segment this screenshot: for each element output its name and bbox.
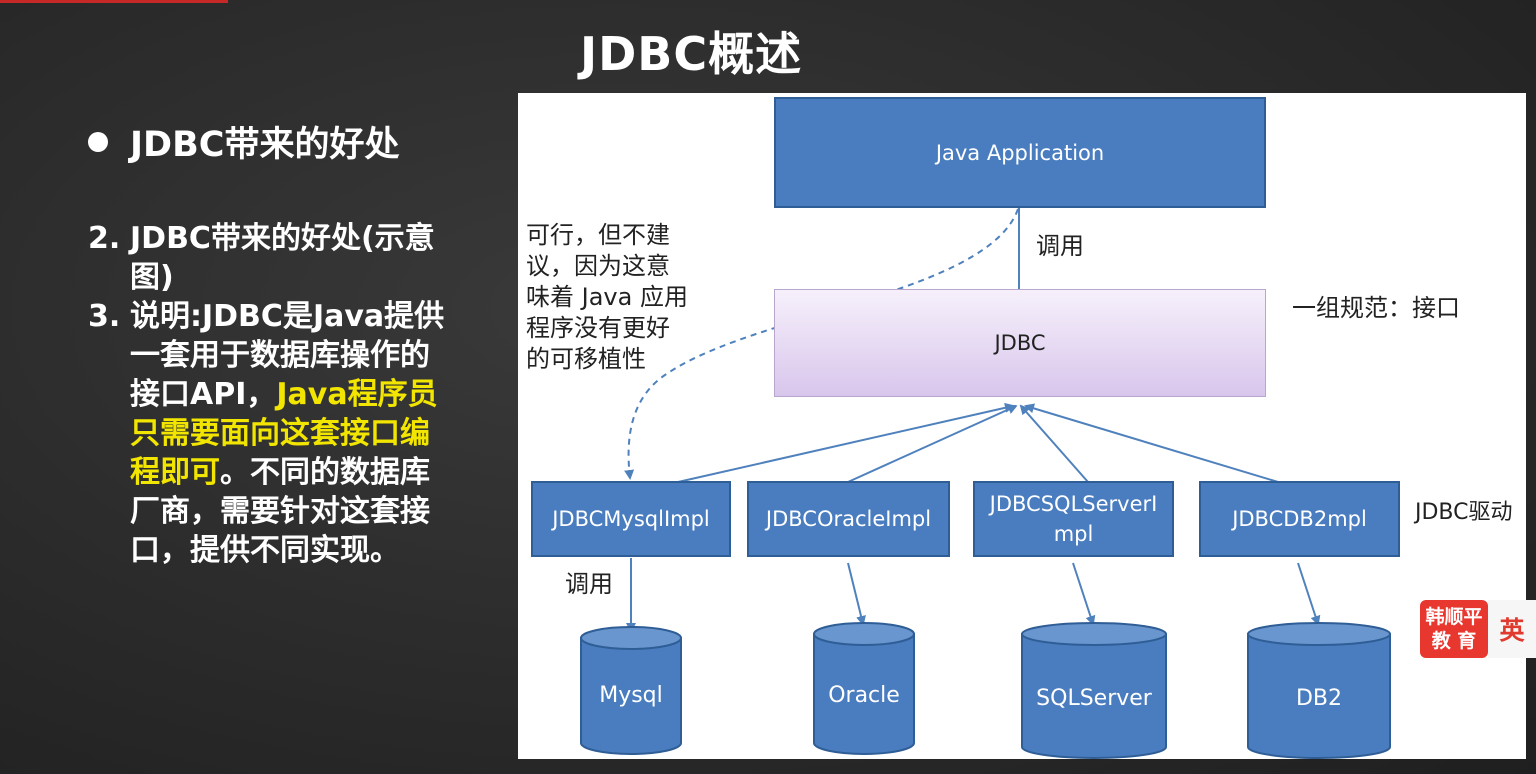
jdbc-spec-note: 一组规范：接口 (1292, 294, 1460, 322)
arrow-sqlserver-jdbc (1019, 404, 1089, 483)
db-label-mysql: Mysql (599, 683, 663, 708)
call-arrow-oracle (847, 562, 866, 626)
item3-highlight: Java程序员只需要面向这套接口编程即可 (130, 377, 438, 490)
brand-logo-badge: 韩顺平 教 育 (1420, 600, 1488, 658)
dashed-path-note: 可行，但不建 议，因为这意 味着 Java 应用 程序没有更好 的可移植性 (526, 220, 696, 375)
diagram-connectors (580, 208, 1391, 759)
call-arrow-db2 (1297, 562, 1321, 626)
impl-box-mysql: JDBCMysqlImpl (531, 481, 731, 557)
cylinder-sqlserver (1021, 622, 1167, 759)
java-application-box: Java Application (774, 97, 1266, 208)
call-label-top: 调用 (1036, 232, 1084, 260)
list-item-2-number: 2. (88, 221, 121, 256)
dashed-note-line-4: 程序没有更好 (526, 314, 670, 342)
dashed-direct-arrow (624, 208, 1019, 480)
call-label-bottom: 调用 (565, 570, 613, 598)
list-item-3-text: 说明:JDBC是Java提供一套用于数据库操作的接口API，Java程序员只需要… (130, 297, 448, 570)
impl-box-oracle: JDBCOracleImpl (747, 481, 950, 557)
dashed-note-line-1: 可行，但不建 (526, 221, 670, 249)
arrow-mysql-jdbc (677, 402, 1015, 483)
left-text-panel: JDBC带来的好处 2. JDBC带来的好处(示意图) 3. 说明:JDBC是J… (88, 110, 458, 570)
language-toggle-button[interactable]: 英 (1488, 600, 1536, 658)
jdbc-diagram: Java Application 调用 JDBC 一组规范：接口 可行，但不建 … (518, 93, 1526, 759)
arrow-db2-jdbc (1024, 403, 1279, 483)
bullet-heading: JDBC带来的好处 (88, 116, 458, 167)
item3-text-part2: 。不同的数据库厂商，需要针对这套接口，提供不同实现。 (130, 455, 430, 568)
bullet-heading-text: JDBC带来的好处 (130, 125, 400, 165)
cylinder-oracle (813, 622, 915, 755)
brand-badge-line-1: 韩顺平 (1425, 606, 1483, 628)
dashed-note-line-5: 的可移植性 (526, 345, 646, 373)
list-item-2: 2. JDBC带来的好处(示意图) (88, 219, 458, 297)
jdbc-interface-box: JDBC (774, 289, 1266, 397)
impl-box-db2: JDBCDB2mpl (1199, 481, 1400, 557)
list-item-3-number: 3. (88, 299, 121, 334)
list-item-2-text: JDBC带来的好处(示意图) (130, 221, 435, 295)
brand-badge-line-2: 教 育 (1431, 630, 1477, 652)
dashed-note-line-3: 味着 Java 应用 (526, 283, 688, 311)
impl-box-sqlserver: JDBCSQLServerImpl (973, 481, 1174, 557)
db-label-db2: DB2 (1295, 686, 1343, 711)
cylinder-db2 (1247, 622, 1391, 759)
call-arrow-sqlserver (1072, 562, 1096, 626)
item3-text-part1: 说明:JDBC是Java提供一套用于数据库操作的接口API， (130, 299, 445, 412)
db-label-oracle: Oracle (828, 683, 900, 708)
arrow-oracle-jdbc (847, 404, 1018, 483)
slide-title: JDBC概述 (580, 27, 803, 81)
jdbc-driver-label: JDBC驱动 (1415, 500, 1513, 525)
bullet-dot-icon (88, 131, 108, 152)
db-label-sqlserver: SQLServer (1036, 686, 1152, 711)
dashed-note-line-2: 议，因为这意 (526, 252, 670, 280)
top-accent-bar (0, 0, 228, 3)
list-item-3: 3. 说明:JDBC是Java提供一套用于数据库操作的接口API，Java程序员… (88, 297, 458, 570)
cylinder-mysql (580, 626, 682, 755)
